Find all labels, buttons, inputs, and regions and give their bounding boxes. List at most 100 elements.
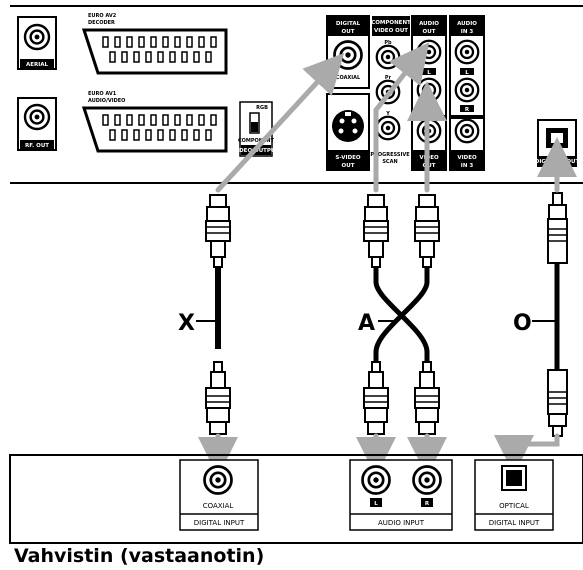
receiver-audio-input[interactable]: L R AUDIO INPUT	[349, 459, 453, 531]
connection-arrows	[198, 42, 577, 477]
coaxial-label: COAXIAL	[336, 75, 361, 81]
audio-in3-label: IN 3	[461, 29, 474, 35]
scart-pin	[114, 114, 121, 126]
optical-cable-o: O	[513, 192, 568, 437]
digital-label: DIGITAL	[336, 21, 361, 27]
audio-in3-jacks[interactable]: AUDIO IN 3 L R	[449, 15, 485, 117]
euro-av2-label: EURO AV2	[88, 13, 117, 19]
scart-pin	[145, 51, 152, 63]
aerial-label: AERIAL	[26, 62, 49, 68]
receiver-panel: COAXIAL DIGITAL INPUT L R AUDIO INPUT OP…	[9, 454, 583, 567]
cable-x-label: X	[178, 311, 195, 336]
scart-pin	[121, 129, 128, 141]
scart-pin	[138, 114, 145, 126]
scart-pin	[205, 129, 212, 141]
scart-pin	[157, 129, 164, 141]
optical-arrow-down	[494, 433, 560, 475]
receiver-optical-input[interactable]: OPTICAL DIGITAL INPUT	[474, 459, 554, 531]
cable-o-label: O	[513, 311, 532, 336]
scart-pin	[126, 36, 133, 48]
svideo-out-jack[interactable]: S-VIDEO OUT	[326, 93, 370, 171]
euro-av1-sublabel: AUDIO/VIDEO	[88, 98, 125, 104]
scart-pin	[162, 114, 169, 126]
receiver-audio-input-label: AUDIO INPUT	[378, 519, 425, 527]
scart-pin	[181, 129, 188, 141]
out-label: OUT	[342, 29, 355, 35]
rf-out-label: RF. OUT	[25, 143, 49, 149]
y-label: Y	[385, 111, 390, 117]
scart-pin	[169, 51, 176, 63]
scart-pin	[210, 36, 217, 48]
euro-av1-scart[interactable]: EURO AV1 AUDIO/VIDEO	[81, 91, 228, 153]
audio-out-l-label: L	[427, 70, 431, 76]
component-video-out-block[interactable]: COMPONENT VIDEO OUT Pb Pr Y PROGRESSIVE …	[370, 16, 411, 165]
scart-pin	[126, 114, 133, 126]
scart-pin	[109, 51, 116, 63]
receiver-digital-input-2-label: DIGITAL INPUT	[489, 519, 540, 527]
audio-out-label: OUT	[423, 29, 436, 35]
euro-av2-sublabel: DECODER	[88, 20, 115, 26]
receiver-title: Vahvistin (vastaanotin)	[14, 545, 264, 567]
scart-pin	[157, 51, 164, 63]
audio-in-r-label: R	[465, 107, 470, 113]
svideo-out-label: OUT	[342, 163, 355, 169]
scart-pin	[186, 36, 193, 48]
scart-pin	[181, 51, 188, 63]
scart-pin	[169, 129, 176, 141]
scart-pin	[102, 114, 109, 126]
receiver-r-label: R	[425, 501, 430, 507]
scart-pin	[121, 51, 128, 63]
receiver-coaxial-input[interactable]: COAXIAL DIGITAL INPUT	[179, 459, 259, 531]
video-in3-label: IN 3	[461, 163, 474, 169]
rf-out-jack[interactable]: RF. OUT	[17, 97, 57, 151]
digital-out-coaxial-jack[interactable]: DIGITAL OUT COAXIAL	[326, 15, 370, 89]
audio-l-arrow-up	[373, 42, 430, 193]
scart-pin	[186, 114, 193, 126]
scart-pin	[205, 51, 212, 63]
receiver-digital-input-1-label: DIGITAL INPUT	[194, 519, 245, 527]
scart-pin	[133, 51, 140, 63]
player-back-panel: AERIAL RF. OUT EURO AV2 DECODER EURO AV1…	[10, 5, 583, 184]
scart-pin	[193, 129, 200, 141]
scart-pin	[102, 36, 109, 48]
receiver-optical-label: OPTICAL	[499, 502, 529, 510]
scart-pin	[145, 129, 152, 141]
euro-av1-label: EURO AV1	[88, 91, 117, 97]
scart-pin	[162, 36, 169, 48]
scart-pin	[193, 51, 200, 63]
pr-label: Pr	[385, 75, 392, 81]
progressive-label: PROGRESSIVE	[370, 152, 410, 158]
cables: X A O	[178, 192, 568, 437]
audio-in-label: AUDIO	[457, 21, 477, 27]
video-in3-jack[interactable]: VIDEO IN 3	[449, 117, 485, 171]
svideo-label: S-VIDEO	[335, 155, 360, 161]
scart-pin	[210, 114, 217, 126]
component-label: COMPONENT	[238, 138, 275, 144]
coaxial-cable-x: X	[178, 194, 231, 435]
euro-av2-scart[interactable]: EURO AV2 DECODER	[81, 13, 228, 75]
cable-a-label: A	[358, 311, 375, 336]
video-out-title: VIDEO OUT	[374, 28, 408, 34]
audio-cable-a: A	[358, 194, 440, 435]
scart-pin	[133, 129, 140, 141]
coaxial-arrow-up	[215, 52, 345, 193]
scan-label: SCAN	[382, 159, 397, 165]
aerial-jack[interactable]: AERIAL	[17, 16, 57, 70]
scart-pin	[198, 114, 205, 126]
receiver-coaxial-label: COAXIAL	[203, 502, 234, 510]
scart-pin	[174, 36, 181, 48]
scart-pin	[114, 36, 121, 48]
pb-label: Pb	[384, 40, 392, 46]
scart-pin	[174, 114, 181, 126]
scart-pin	[150, 36, 157, 48]
video-in-label: VIDEO	[457, 155, 477, 161]
rgb-label: RGB	[256, 105, 268, 111]
scart-pin	[138, 36, 145, 48]
scart-pin	[109, 129, 116, 141]
receiver-l-label: L	[374, 501, 378, 507]
component-title: COMPONENT	[371, 20, 411, 26]
audio-in-l-label: L	[465, 70, 469, 76]
scart-pin	[198, 36, 205, 48]
scart-pin	[150, 114, 157, 126]
